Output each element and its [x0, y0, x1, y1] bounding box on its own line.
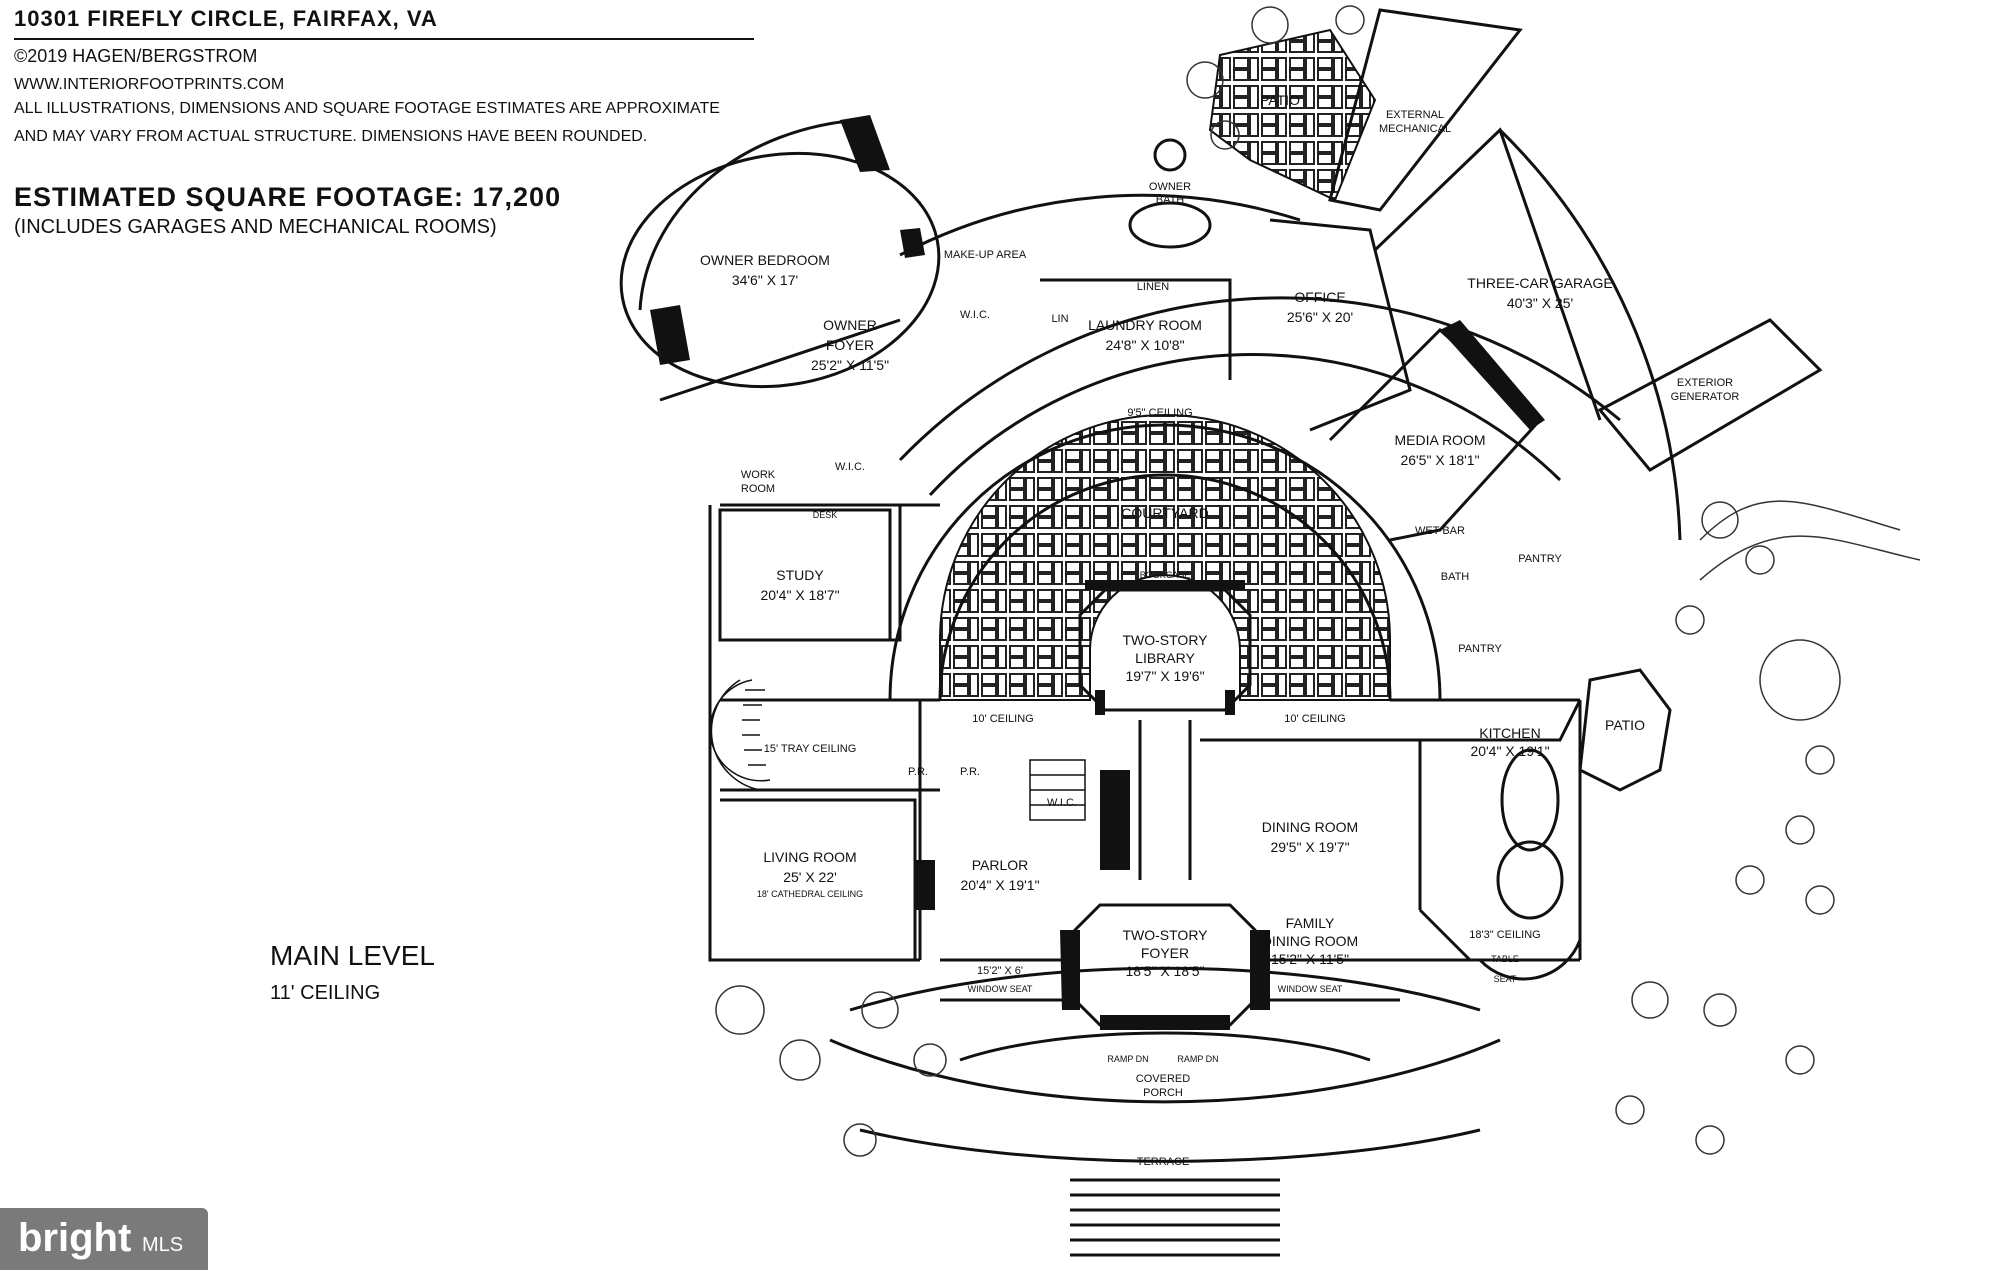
bookcase-label: BOOKCASE — [1140, 570, 1191, 580]
media-label: MEDIA ROOM — [1394, 432, 1485, 448]
courtyard-paving — [939, 414, 1391, 701]
wic-label: W.I.C. — [960, 309, 990, 321]
office-dim: 25'6" X 20' — [1287, 309, 1353, 325]
media-dim: 26'5" X 18'1" — [1400, 452, 1479, 468]
patio-top-label: PATIO — [1260, 92, 1300, 108]
garage-label: THREE-CAR GARAGE — [1467, 275, 1612, 291]
dining-label: DINING ROOM — [1262, 819, 1358, 835]
courtyard-label: COURTYARD — [1121, 505, 1208, 521]
wic3-label: W.I.C. — [1047, 797, 1077, 809]
owner-foyer-label-1: OWNER — [823, 317, 877, 333]
tray-ceiling-label: 15' TRAY CEILING — [764, 743, 857, 755]
foyer-dim: 18'5" X 18'5" — [1125, 963, 1204, 979]
main-walls — [619, 8, 1823, 1257]
owner-bedroom-label: OWNER BEDROOM — [700, 252, 830, 268]
foyer-label-2: FOYER — [1141, 945, 1189, 961]
desk-label: DESK — [813, 510, 838, 520]
seat-label: SEAT — [1494, 974, 1517, 984]
lin-label: LIN — [1051, 313, 1068, 325]
landscaping — [715, 5, 1921, 1157]
library-label-2: LIBRARY — [1135, 650, 1195, 666]
ramp-left-label: RAMP DN — [1107, 1054, 1148, 1064]
garage-dim: 40'3" X 25' — [1507, 295, 1573, 311]
ceiling-10b-label: 10' CEILING — [1284, 713, 1345, 725]
family-dining-label-2: DINING ROOM — [1262, 933, 1358, 949]
foyer-label-1: TWO-STORY — [1122, 927, 1208, 943]
square-footage-note: (INCLUDES GARAGES AND MECHANICAL ROOMS) — [14, 216, 497, 238]
external-mech-label-1: EXTERNAL — [1386, 109, 1444, 121]
bay-dim: 15'2" X 6' — [977, 965, 1023, 977]
make-up-label: MAKE-UP AREA — [944, 249, 1027, 261]
living-note: 18' CATHEDRAL CEILING — [757, 889, 863, 899]
owner-foyer-label-2: FOYER — [826, 337, 874, 353]
porch-label-2: PORCH — [1143, 1087, 1183, 1099]
pr2-label: P.R. — [960, 766, 980, 778]
square-footage: ESTIMATED SQUARE FOOTAGE: 17,200 — [14, 182, 562, 212]
patio-right-label: PATIO — [1605, 717, 1645, 733]
wic2-label: W.I.C. — [835, 461, 865, 473]
ceiling-183-label: 18'3" CEILING — [1469, 929, 1540, 941]
copyright: ©2019 HAGEN/BERGSTROM — [14, 46, 258, 66]
external-mech-label-2: MECHANICAL — [1379, 123, 1451, 135]
ceiling-95-label: 9'5" CEILING — [1127, 407, 1192, 419]
laundry-dim: 24'8" X 10'8" — [1105, 337, 1184, 353]
property-address: 10301 FIREFLY CIRCLE, FAIRFAX, VA — [14, 6, 438, 31]
living-label: LIVING ROOM — [763, 849, 856, 865]
family-dining-label-1: FAMILY — [1286, 915, 1335, 931]
disclaimer-line-1: ALL ILLUSTRATIONS, DIMENSIONS AND SQUARE… — [14, 100, 720, 117]
owner-bedroom-dim: 34'6" X 17' — [732, 272, 798, 288]
pantry2-label: PANTRY — [1458, 643, 1502, 655]
laundry-label: LAUNDRY ROOM — [1088, 317, 1202, 333]
staircase — [709, 679, 1086, 821]
living-dim: 25' X 22' — [783, 869, 837, 885]
parlor-dim: 20'4" X 19'1" — [960, 877, 1039, 893]
level-name: MAIN LEVEL — [270, 940, 435, 971]
wet-bar-label: WET BAR — [1415, 525, 1465, 537]
generator-label-2: GENERATOR — [1671, 391, 1740, 403]
kitchen-label: KITCHEN — [1479, 725, 1540, 741]
ramp-right-label: RAMP DN — [1177, 1054, 1218, 1064]
study-dim: 20'4" X 18'7" — [760, 587, 839, 603]
header-rule — [14, 38, 754, 40]
ceiling-10a-label: 10' CEILING — [972, 713, 1033, 725]
study-label: STUDY — [776, 567, 824, 583]
table-label: TABLE — [1491, 954, 1519, 964]
owner-bath-label-2: BATH — [1156, 194, 1185, 206]
solid-walls — [650, 115, 1545, 1030]
generator-label-1: EXTERIOR — [1677, 377, 1733, 389]
mls-label: MLS — [142, 1234, 184, 1256]
family-dining-dim: 15'2" X 11'5" — [1271, 951, 1349, 967]
pantry1-label: PANTRY — [1518, 553, 1562, 565]
library-dim: 19'7" X 19'6" — [1125, 668, 1204, 684]
linen-label: LINEN — [1137, 281, 1169, 293]
website: WWW.INTERIORFOOTPRINTS.COM — [14, 76, 285, 93]
owner-foyer-dim: 25'2" X 11'5" — [811, 357, 889, 373]
disclaimer-line-2: AND MAY VARY FROM ACTUAL STRUCTURE. DIME… — [14, 128, 648, 145]
pr1-label: P.R. — [908, 766, 928, 778]
window-seat1-label: WINDOW SEAT — [968, 984, 1033, 994]
work-room-label-2: ROOM — [741, 483, 775, 495]
level-ceiling: 11' CEILING — [270, 982, 381, 1004]
top-patio-paving — [1208, 28, 1377, 202]
work-room-label-1: WORK — [741, 469, 776, 481]
bath-label: BATH — [1441, 571, 1470, 583]
kitchen-dim: 20'4" X 19'1" — [1470, 743, 1549, 759]
library-label-1: TWO-STORY — [1122, 632, 1208, 648]
terrace-label: TERRACE — [1137, 1156, 1190, 1168]
porch-label-1: COVERED — [1136, 1073, 1190, 1085]
room-labels: OWNER BEDROOM 34'6" X 17' OWNER FOYER 25… — [700, 92, 1739, 1168]
parlor-label: PARLOR — [972, 857, 1029, 873]
dining-dim: 29'5" X 19'7" — [1270, 839, 1349, 855]
owner-bath-label-1: OWNER — [1149, 181, 1191, 193]
window-seat2-label: WINDOW SEAT — [1278, 984, 1343, 994]
bright-logo: bright — [18, 1216, 132, 1260]
bright-mls-watermark: bright MLS — [0, 1208, 208, 1270]
office-label: OFFICE — [1294, 289, 1345, 305]
